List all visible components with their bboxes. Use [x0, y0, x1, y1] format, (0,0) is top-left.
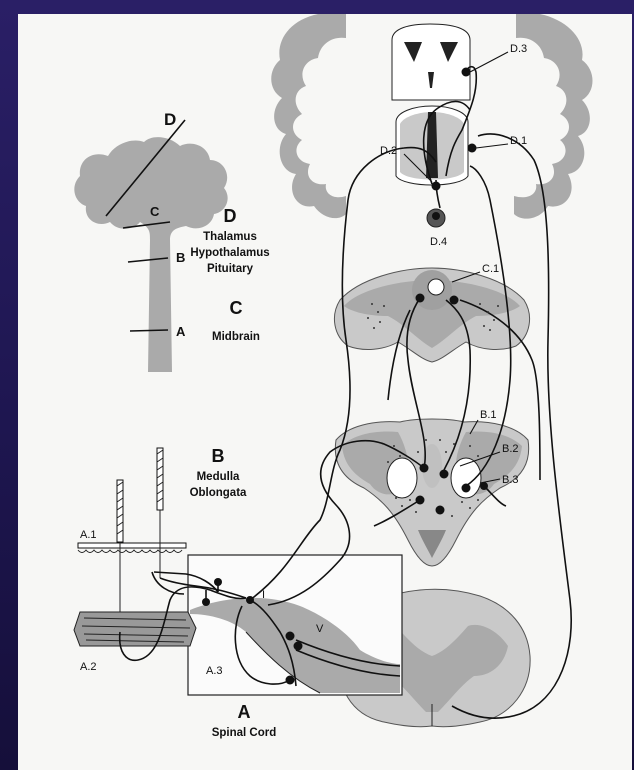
label-a1: A.1: [80, 529, 97, 541]
level-a-letter: A: [238, 702, 251, 722]
cut-label-d: D: [164, 110, 176, 129]
cut-label-a: A: [176, 324, 186, 339]
level-a-line-1: Spinal Cord: [212, 727, 277, 739]
level-a-caption: A Spinal Cord: [212, 702, 277, 739]
level-b-letter: B: [212, 446, 225, 466]
level-d-line-3: Pituitary: [207, 263, 254, 275]
label-lamina-v: V: [316, 623, 324, 635]
label-a2: A.2: [80, 661, 97, 673]
label-lamina-i: I: [262, 589, 265, 601]
periphery: [74, 448, 196, 646]
label-b1: B.1: [480, 409, 497, 421]
label-d4: D.4: [430, 236, 447, 248]
midbrain-section: [334, 268, 529, 362]
label-b2: B.2: [502, 443, 519, 455]
level-b-line-1: Medulla: [197, 471, 240, 483]
level-b-caption: B Medulla Oblongata: [190, 446, 247, 499]
cut-label-c: C: [150, 204, 160, 219]
label-b3: B.3: [502, 474, 519, 486]
label-d1: D.1: [510, 135, 527, 147]
label-d2: D.2: [380, 145, 397, 157]
cut-label-b: B: [176, 250, 185, 265]
level-c-caption: C Midbrain: [212, 298, 260, 343]
cut-line-a: [130, 330, 168, 331]
label-c1: C.1: [482, 263, 499, 275]
label-a3: A.3: [206, 665, 223, 677]
level-c-line-1: Midbrain: [212, 331, 260, 343]
level-d-letter: D: [224, 206, 237, 226]
level-c-letter: C: [230, 298, 243, 318]
level-d-line-1: Thalamus: [203, 231, 257, 243]
level-d-line-2: Hypothalamus: [190, 247, 269, 259]
label-d3: D.3: [510, 43, 527, 55]
forebrain-section: [271, 14, 592, 227]
level-b-line-2: Oblongata: [190, 487, 247, 499]
